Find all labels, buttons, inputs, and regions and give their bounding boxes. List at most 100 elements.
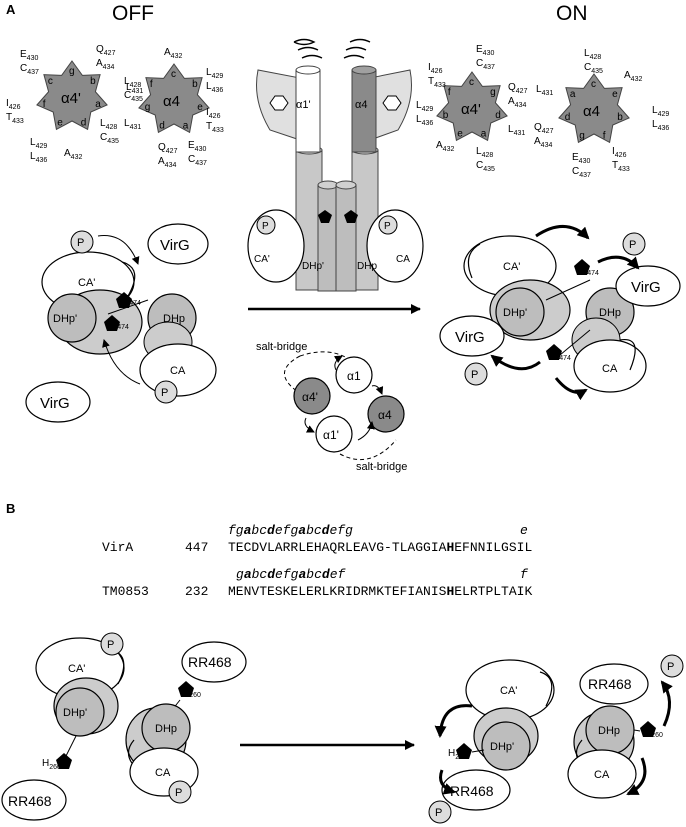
virA-name: VirA (102, 540, 133, 555)
heptad-position-label: b (90, 76, 96, 87)
heptad-position-label: f (43, 99, 46, 110)
heptad-position-label: d (81, 117, 87, 128)
dhp-prime-domain (495, 287, 545, 337)
svg-text:P: P (471, 369, 478, 381)
svg-text:P: P (435, 807, 442, 819)
svg-text:T433: T433 (612, 160, 630, 173)
tm0853-sequence: MENVTESKELERLKRIDRMKTEFIANISHELRTPLTAIK (228, 584, 532, 599)
histidine-pentagon-left (318, 210, 332, 223)
svg-text:P: P (262, 221, 269, 232)
dhp-prime-domain (47, 293, 97, 343)
residue-label: C435 (100, 132, 119, 145)
histidine-pentagon (574, 259, 590, 275)
helix-label-alpha4: α4 (355, 99, 367, 111)
heptad-position-label: f (603, 130, 606, 141)
ca-label-right: CA (396, 254, 410, 265)
heptad-position-label: e (457, 128, 463, 139)
svg-text:I426: I426 (428, 62, 443, 75)
svg-text:L431: L431 (124, 118, 141, 131)
squiggle (349, 38, 371, 43)
svg-text:H260: H260 (644, 726, 663, 739)
svg-text:DHp: DHp (598, 725, 620, 737)
cylinder-alpha1prime (295, 69, 321, 153)
svg-text:Q427: Q427 (534, 122, 554, 135)
virA-start: 447 (185, 540, 208, 555)
svg-text:CA: CA (170, 365, 186, 377)
heptad-position-label: b (617, 112, 623, 123)
heptad-position-label: g (579, 130, 585, 141)
residue-label: L436 (30, 151, 47, 164)
helix-alpha4 (367, 395, 405, 433)
svg-text:RR468: RR468 (8, 793, 52, 809)
svg-text:RR468: RR468 (450, 783, 494, 799)
svg-text:P: P (161, 387, 168, 399)
svg-text:C437: C437 (188, 154, 207, 167)
svg-text:H474: H474 (122, 294, 141, 307)
b-off-domain-model: P CA' DHp' H260 RR468 RR468 H260 DHp CA … (1, 632, 247, 821)
phospho-left (256, 215, 276, 235)
off-title: OFF (112, 2, 154, 25)
panel-b-label: B (6, 501, 15, 516)
heptad-position-label: c (48, 76, 53, 87)
helical-wheel-star (36, 60, 108, 131)
svg-text:DHp': DHp' (490, 741, 514, 753)
svg-text:CA': CA' (68, 663, 85, 675)
svg-text:L431: L431 (536, 84, 553, 97)
svg-text:H260: H260 (448, 748, 467, 761)
svg-text:L429: L429 (206, 67, 223, 80)
virA-heptad: fgabcdefgabcdefg (228, 523, 353, 538)
helical-wheel-star (436, 71, 508, 142)
residue-label: L428 (100, 118, 117, 131)
heptad-position-label: a (570, 89, 576, 100)
svg-text:H260: H260 (182, 686, 201, 699)
svg-text:salt-bridge: salt-bridge (356, 461, 407, 473)
svg-text:C435: C435 (584, 62, 603, 75)
transfer-arrow (97, 235, 140, 265)
svg-text:C437: C437 (572, 166, 591, 179)
phospho-right (378, 215, 398, 235)
heptad-position-label: c (469, 77, 474, 88)
helix-center-label: α4 (583, 103, 600, 120)
on-title: ON (556, 2, 588, 25)
helix-center-label: α4 (163, 93, 180, 110)
svg-text:L431: L431 (508, 124, 525, 137)
svg-text:L429: L429 (416, 100, 433, 113)
svg-text:CA': CA' (500, 685, 517, 697)
svg-text:CA: CA (594, 769, 610, 781)
svg-text:A432: A432 (624, 70, 642, 83)
svg-text:α4: α4 (378, 408, 392, 422)
heptad-position-label: g (490, 87, 496, 98)
svg-text:E430: E430 (572, 152, 590, 165)
virg-top (147, 223, 209, 265)
virA-sequence: TECDVLARRLEHAQRLEAVG-TLAGGIAHEFNNILGSIL (228, 540, 532, 555)
dhp-label-left: DHp' (302, 261, 324, 272)
svg-text:P: P (107, 639, 114, 651)
svg-text:C435: C435 (124, 90, 143, 103)
b-on-domain-model: CA' DHp' H260 RR468 P RR468 P DHp CA H26… (428, 654, 684, 824)
helix-alpha4prime (293, 377, 331, 415)
virA-heptad-end: e (520, 523, 528, 538)
svg-text:T433: T433 (428, 76, 446, 89)
histidine-kinase-dimer: α1' α4 P P CA' CA DHp' DHp (247, 38, 424, 292)
virg-left (439, 315, 505, 357)
helix-center-label: α4' (461, 101, 481, 118)
virg-bottom (25, 381, 91, 423)
svg-text:DHp: DHp (155, 723, 177, 735)
cylinder-inner-right (335, 184, 357, 292)
heptad-position-label: d (565, 112, 571, 123)
svg-text:A434: A434 (158, 156, 176, 169)
heptad-position-label: c (171, 69, 176, 80)
helical-wheel-star (138, 63, 210, 134)
heptad-position-label: b (443, 110, 449, 121)
wheel-off-left-residues: Q427 A434 L431 L428 C435 A432 L429 L436 … (6, 44, 143, 164)
svg-text:H260: H260 (42, 758, 61, 771)
svg-text:VirG: VirG (455, 329, 485, 346)
histidine-pentagon (104, 315, 120, 331)
histidine-pentagon (116, 292, 132, 308)
helical-wheel-star (558, 73, 630, 144)
